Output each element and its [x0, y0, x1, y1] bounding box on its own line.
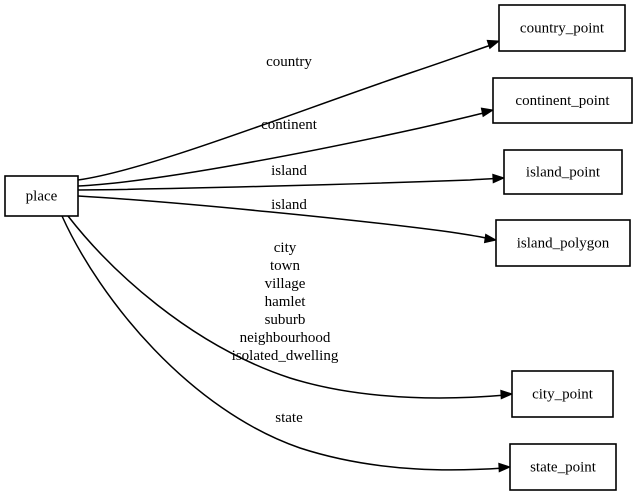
node-label-place: place — [26, 188, 58, 204]
edge-island-polygon-path — [77, 195, 492, 240]
node-box-city_point — [511, 370, 614, 418]
edge-labels-layer: country continent island island city town vill… — [232, 54, 339, 426]
edge-continent-path — [77, 111, 489, 187]
edge-city-point-arrowhead — [500, 389, 514, 400]
node-place[interactable]: place — [4, 175, 79, 217]
node-continent_point[interactable]: continent_point — [492, 77, 633, 124]
node-country_point[interactable]: country_point — [498, 4, 626, 52]
edge-city-point-label-line: village — [265, 276, 306, 292]
node-island_polygon[interactable]: island_polygon — [495, 219, 631, 267]
edge-state-point-path — [61, 215, 505, 471]
node-state_point[interactable]: state_point — [509, 443, 617, 491]
edge-island-polygon-label-line: island — [271, 197, 307, 213]
node-box-state_point — [509, 443, 617, 491]
edge-continent-arrowhead — [480, 107, 495, 118]
node-city_point[interactable]: city_point — [511, 370, 614, 418]
nodes-layer: place country_point continent_point island_… — [4, 4, 633, 491]
edge-continent-label: continent — [261, 117, 318, 133]
node-box-island_polygon — [495, 219, 631, 267]
edge-city-point-label-line: isolated_dwelling — [232, 348, 339, 364]
node-island_point[interactable]: island_point — [503, 149, 623, 195]
edge-state-point-label-line: state — [275, 410, 303, 426]
node-label-country_point: country_point — [520, 20, 605, 36]
edge-island-point-path — [77, 177, 500, 191]
node-label-island_polygon: island_polygon — [517, 235, 610, 251]
edge-city-point-path — [67, 215, 507, 399]
edge-city-point-label-line: neighbourhood — [240, 330, 331, 346]
edge-state-point-label: state — [275, 410, 303, 426]
node-box-continent_point — [492, 77, 633, 124]
node-box-place — [4, 175, 79, 217]
edge-city-point-label: city town village hamlet suburb neighbourhood… — [232, 240, 339, 364]
node-label-island_point: island_point — [526, 164, 601, 180]
node-label-city_point: city_point — [532, 386, 594, 402]
edge-country-arrowhead — [486, 39, 501, 50]
edge-island-polygon-label: island — [271, 197, 307, 213]
edge-city-point-label-line: city — [274, 240, 297, 256]
edge-island-point-arrowhead — [492, 173, 506, 184]
edge-city-point-label-line: suburb — [265, 312, 306, 328]
edge-island-point-label-line: island — [271, 163, 307, 179]
edge-country-label-line: country — [266, 54, 312, 70]
edge-island-polygon-arrowhead — [483, 233, 498, 244]
arrowheads-layer — [480, 39, 514, 473]
node-box-country_point — [498, 4, 626, 52]
edge-island-point-label: island — [271, 163, 307, 179]
node-label-state_point: state_point — [530, 459, 597, 475]
edges-layer — [61, 43, 507, 471]
edge-state-point-arrowhead — [498, 462, 512, 473]
edge-city-point-label-line: hamlet — [265, 294, 307, 310]
edge-country-path — [77, 43, 495, 181]
node-box-island_point — [503, 149, 623, 195]
edge-country-label: country — [266, 54, 312, 70]
edge-continent-label-line: continent — [261, 117, 318, 133]
node-label-continent_point: continent_point — [515, 93, 610, 109]
edge-city-point-label-line: town — [270, 258, 301, 274]
